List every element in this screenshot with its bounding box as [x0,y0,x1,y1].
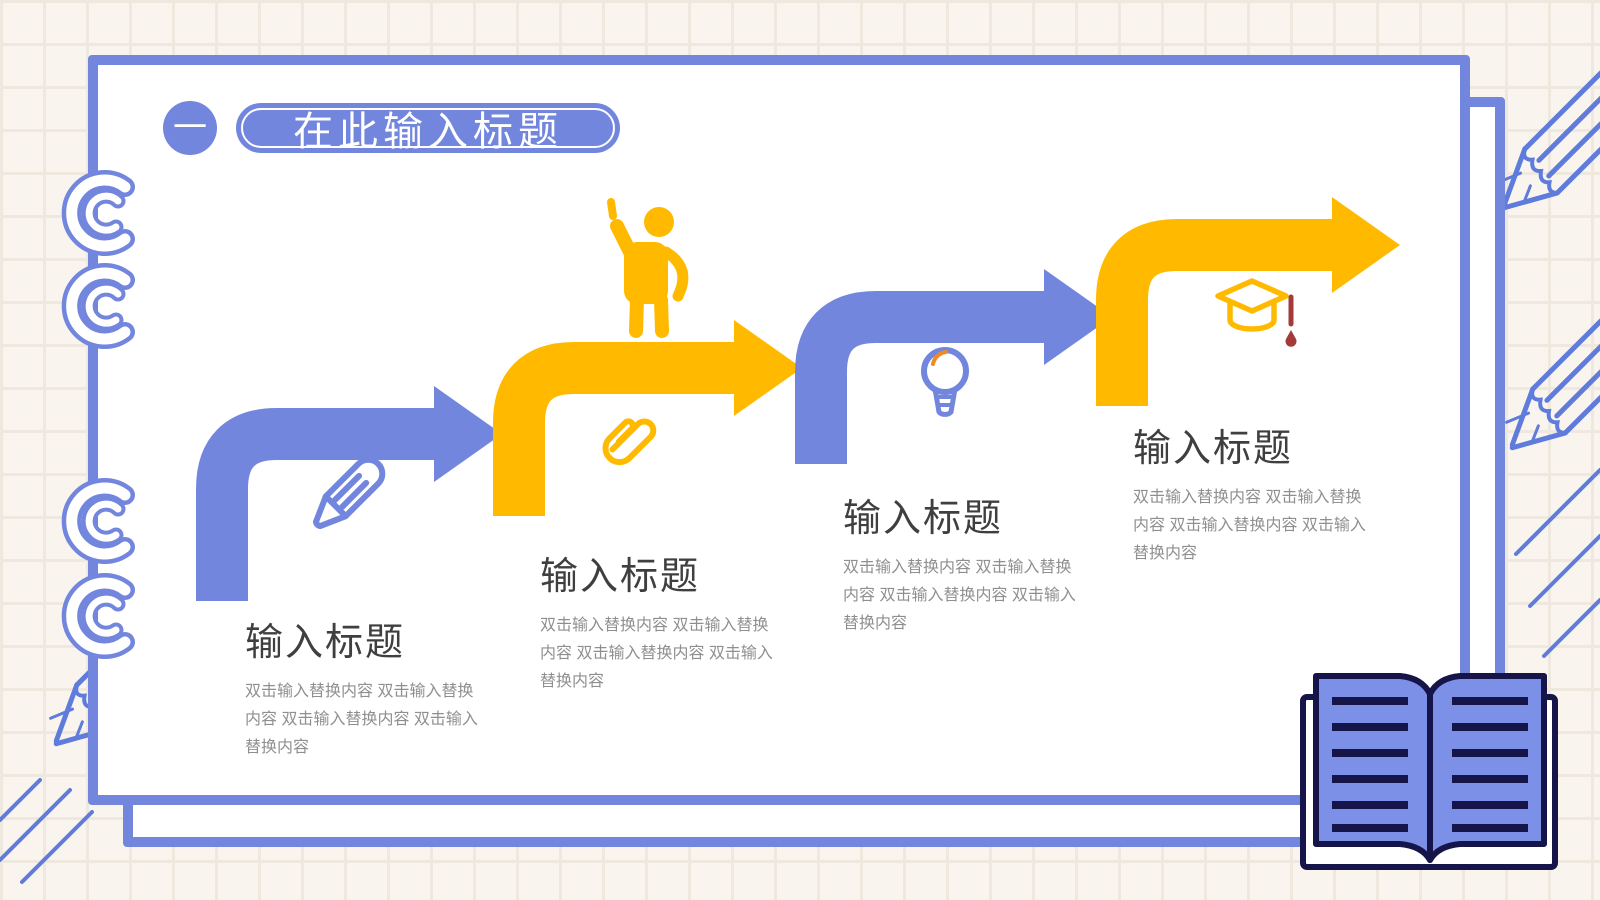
step-body[interactable]: 双击输入替换内容 双击输入替换内容 双击输入替换内容 双击输入替换内容 [540,617,773,690]
step-text-block-4[interactable]: 输入标题 双击输入替换内容 双击输入替换内容 双击输入替换内容 双击输入替换内容 [1133,417,1373,568]
step-text-block-3[interactable]: 输入标题 双击输入替换内容 双击输入替换内容 双击输入替换内容 双击输入替换内容 [843,487,1083,638]
step-body[interactable]: 双击输入替换内容 双击输入替换内容 双击输入替换内容 双击输入替换内容 [1133,489,1366,562]
section-number: 一 [173,109,207,147]
step-body[interactable]: 双击输入替换内容 双击输入替换内容 双击输入替换内容 双击输入替换内容 [843,559,1076,632]
step-text-block-2[interactable]: 输入标题 双击输入替换内容 双击输入替换内容 双击输入替换内容 双击输入替换内容 [540,545,780,696]
section-number-badge: 一 [163,101,217,155]
step-text-block-1[interactable]: 输入标题 双击输入替换内容 双击输入替换内容 双击输入替换内容 双击输入替换内容 [245,611,485,762]
slide-title[interactable]: 在此输入标题 [293,110,563,154]
step-heading[interactable]: 输入标题 [245,622,406,664]
pencil-sketch [1493,129,1600,467]
step-heading[interactable]: 输入标题 [1133,428,1294,470]
step-heading[interactable]: 输入标题 [540,556,701,598]
slide-title-pill[interactable]: 在此输入标题 [236,103,620,154]
step-heading[interactable]: 输入标题 [843,498,1004,540]
step-body[interactable]: 双击输入替换内容 双击输入替换内容 双击输入替换内容 双击输入替换内容 [245,683,478,756]
pencil-sketch-lines [0,468,1600,884]
slide-card [88,55,1470,805]
